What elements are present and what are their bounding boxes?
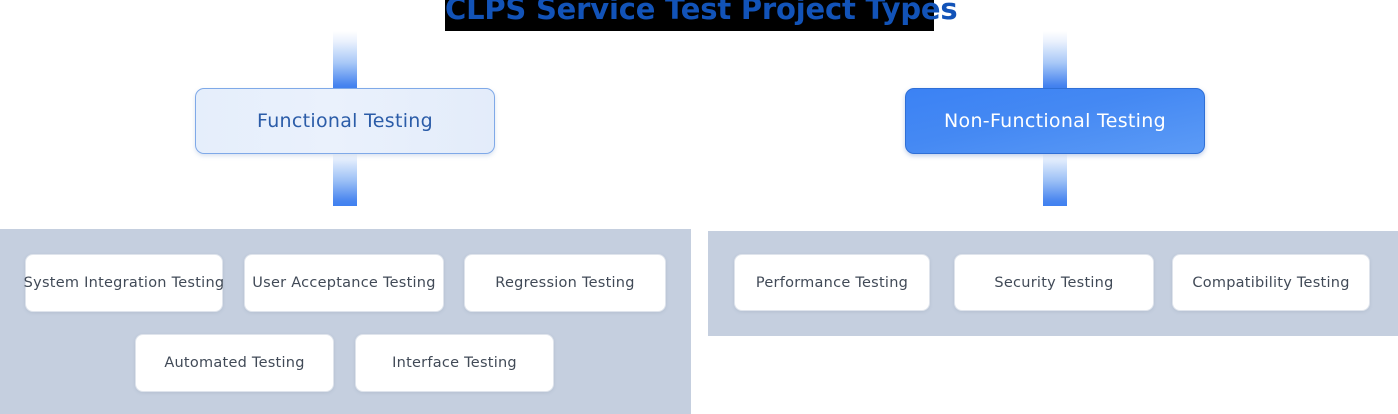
category-box-functional-testing[interactable]: Functional Testing [195, 88, 495, 154]
connector-nonfunctional-bottom [1043, 153, 1067, 206]
connector-functional-top [333, 31, 357, 89]
page-title: CLPS Service Test Project Types [445, 0, 958, 26]
connector-functional-bottom [333, 153, 357, 206]
leaf-box[interactable]: Automated Testing [135, 334, 334, 392]
leaf-box[interactable]: Regression Testing [464, 254, 666, 312]
leaf-box[interactable]: Compatibility Testing [1172, 254, 1370, 311]
leaf-box[interactable]: Performance Testing [734, 254, 930, 311]
leaf-box[interactable]: System Integration Testing [24, 254, 224, 312]
category-box-non-functional-testing[interactable]: Non-Functional Testing [905, 88, 1205, 154]
connector-nonfunctional-top [1043, 31, 1067, 89]
title-background-band [445, 0, 934, 31]
leaf-box[interactable]: Security Testing [954, 254, 1154, 311]
leaf-box[interactable]: User Acceptance Testing [244, 254, 444, 312]
leaf-box[interactable]: Interface Testing [355, 334, 554, 392]
